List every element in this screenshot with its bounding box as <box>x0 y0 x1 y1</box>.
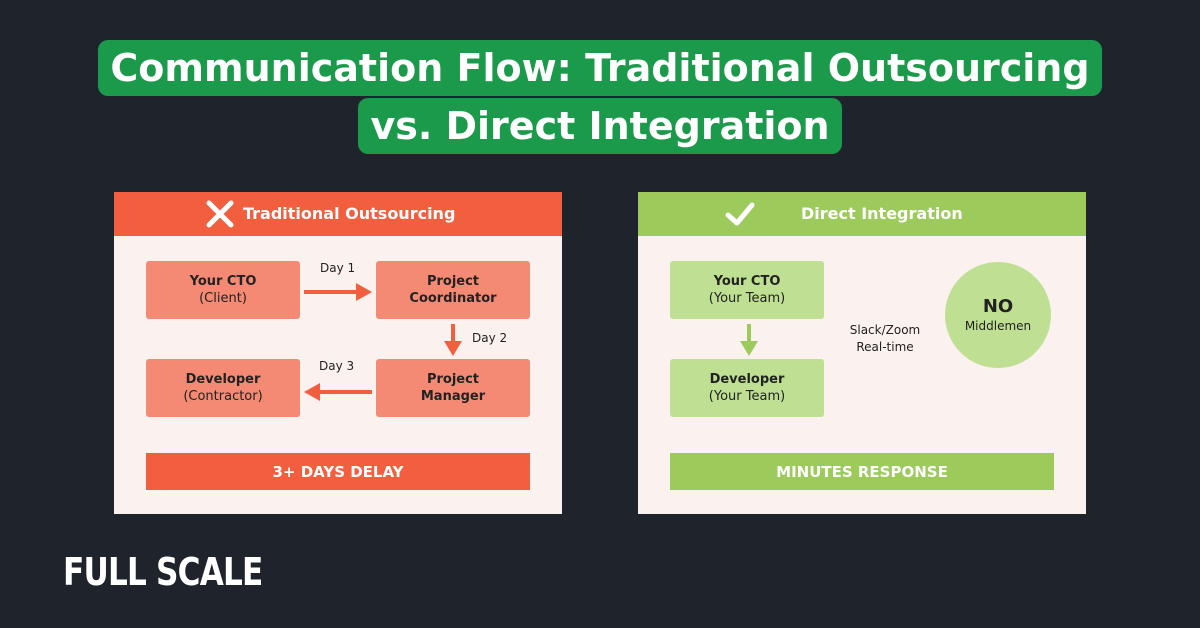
traditional-panel-header: Traditional Outsourcing <box>114 192 562 236</box>
channel-label: Slack/Zoom Real-time <box>838 322 932 356</box>
title-line-2: vs. Direct Integration <box>358 98 842 154</box>
node-subtitle: (Client) <box>199 291 247 306</box>
no-middlemen-badge: NO Middlemen <box>945 262 1051 368</box>
x-icon <box>206 200 234 228</box>
node-title: Your CTO <box>189 274 257 289</box>
node-project-manager: Project Manager <box>376 359 530 417</box>
node-developer-contractor: Developer (Contractor) <box>146 359 300 417</box>
response-banner: MINUTES RESPONSE <box>670 453 1054 490</box>
arrow-left-icon <box>304 383 372 401</box>
node-project-coordinator: Project Coordinator <box>376 261 530 319</box>
node-subtitle: (Your Team) <box>708 389 786 404</box>
delay-banner: 3+ DAYS DELAY <box>146 453 530 490</box>
channel-line-1: Slack/Zoom <box>849 323 921 337</box>
arrow-down-icon <box>444 324 462 356</box>
direct-integration-panel: Direct Integration Your CTO (Your Team) … <box>638 192 1086 514</box>
node-developer-team: Developer (Your Team) <box>670 359 824 417</box>
node-title: Your CTO <box>713 274 781 289</box>
title-line-1: Communication Flow: Traditional Outsourc… <box>98 40 1102 96</box>
arrow-right-icon <box>304 283 372 301</box>
direct-panel-header: Direct Integration <box>638 192 1086 236</box>
node-your-cto-client: Your CTO (Client) <box>146 261 300 319</box>
badge-caption: Middlemen <box>964 319 1032 333</box>
badge-headline: NO <box>982 296 1014 317</box>
node-title: Project Manager <box>420 372 486 404</box>
node-subtitle: (Your Team) <box>708 291 786 306</box>
node-your-cto-team: Your CTO (Your Team) <box>670 261 824 319</box>
traditional-outsourcing-panel: Traditional Outsourcing Your CTO (Client… <box>114 192 562 514</box>
node-title: Developer <box>185 372 261 387</box>
traditional-panel-title: Traditional Outsourcing <box>243 204 456 223</box>
step-label-day-1: Day 1 <box>320 261 356 275</box>
check-icon <box>725 202 755 226</box>
channel-line-2: Real-time <box>856 340 914 354</box>
arrow-down-icon <box>740 324 758 356</box>
brand-logo: FULL SCALE <box>63 550 263 594</box>
step-label-day-3: Day 3 <box>319 359 355 373</box>
page-title: Communication Flow: Traditional Outsourc… <box>0 40 1200 154</box>
node-title: Project Coordinator <box>409 274 497 306</box>
step-label-day-2: Day 2 <box>472 331 508 345</box>
direct-panel-title: Direct Integration <box>801 204 963 223</box>
node-subtitle: (Contractor) <box>183 389 263 404</box>
node-title: Developer <box>709 372 785 387</box>
